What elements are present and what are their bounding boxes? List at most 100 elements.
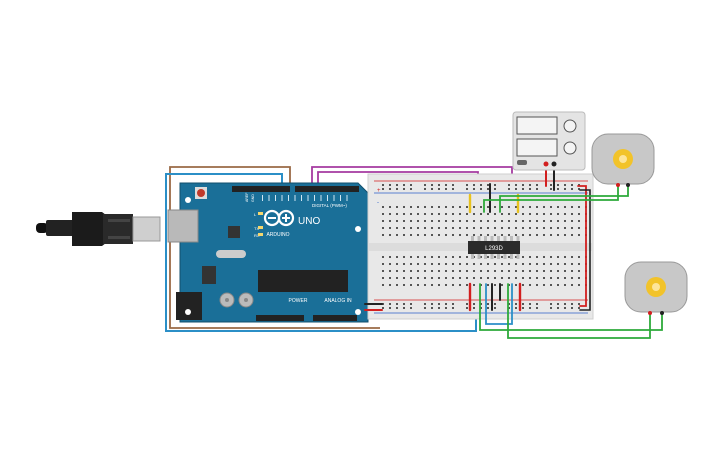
breadboard-hole[interactable] bbox=[396, 220, 398, 222]
breadboard-hole[interactable] bbox=[557, 284, 559, 286]
breadboard-hole[interactable] bbox=[564, 184, 566, 186]
breadboard-hole[interactable] bbox=[508, 284, 510, 286]
breadboard-hole[interactable] bbox=[515, 284, 517, 286]
breadboard-hole[interactable] bbox=[501, 213, 503, 215]
breadboard-hole[interactable] bbox=[494, 206, 496, 208]
breadboard-hole[interactable] bbox=[403, 277, 405, 279]
breadboard-hole[interactable] bbox=[410, 188, 412, 190]
breadboard-hole[interactable] bbox=[522, 220, 524, 222]
digital-header-right[interactable] bbox=[295, 186, 359, 192]
breadboard-hole[interactable] bbox=[396, 184, 398, 186]
breadboard-hole[interactable] bbox=[508, 206, 510, 208]
breadboard-hole[interactable] bbox=[431, 263, 433, 265]
breadboard-hole[interactable] bbox=[424, 263, 426, 265]
breadboard-hole[interactable] bbox=[487, 234, 489, 236]
breadboard-hole[interactable] bbox=[389, 256, 391, 258]
breadboard-hole[interactable] bbox=[494, 213, 496, 215]
breadboard-hole[interactable] bbox=[501, 227, 503, 229]
breadboard-hole[interactable] bbox=[536, 213, 538, 215]
breadboard-hole[interactable] bbox=[536, 263, 538, 265]
breadboard-hole[interactable] bbox=[578, 184, 580, 186]
breadboard-hole[interactable] bbox=[557, 303, 559, 305]
breadboard-hole[interactable] bbox=[466, 263, 468, 265]
breadboard-hole[interactable] bbox=[564, 213, 566, 215]
breadboard-hole[interactable] bbox=[480, 220, 482, 222]
breadboard-hole[interactable] bbox=[501, 220, 503, 222]
breadboard-hole[interactable] bbox=[389, 184, 391, 186]
breadboard-hole[interactable] bbox=[473, 213, 475, 215]
breadboard-hole[interactable] bbox=[396, 270, 398, 272]
breadboard-hole[interactable] bbox=[410, 206, 412, 208]
breadboard-hole[interactable] bbox=[529, 206, 531, 208]
breadboard-hole[interactable] bbox=[578, 206, 580, 208]
breadboard-hole[interactable] bbox=[529, 307, 531, 309]
breadboard-hole[interactable] bbox=[473, 227, 475, 229]
breadboard-hole[interactable] bbox=[494, 220, 496, 222]
breadboard-hole[interactable] bbox=[501, 234, 503, 236]
breadboard-hole[interactable] bbox=[389, 270, 391, 272]
breadboard-hole[interactable] bbox=[403, 284, 405, 286]
breadboard-hole[interactable] bbox=[480, 234, 482, 236]
breadboard-hole[interactable] bbox=[529, 234, 531, 236]
breadboard-hole[interactable] bbox=[508, 188, 510, 190]
breadboard-hole[interactable] bbox=[557, 234, 559, 236]
breadboard-hole[interactable] bbox=[515, 220, 517, 222]
breadboard-hole[interactable] bbox=[459, 277, 461, 279]
breadboard-hole[interactable] bbox=[487, 303, 489, 305]
breadboard-hole[interactable] bbox=[494, 284, 496, 286]
breadboard-hole[interactable] bbox=[452, 277, 454, 279]
breadboard-hole[interactable] bbox=[494, 270, 496, 272]
breadboard-hole[interactable] bbox=[522, 303, 524, 305]
breadboard-hole[interactable] bbox=[424, 184, 426, 186]
breadboard-hole[interactable] bbox=[438, 270, 440, 272]
breadboard-hole[interactable] bbox=[508, 256, 510, 258]
breadboard-hole[interactable] bbox=[480, 270, 482, 272]
breadboard-hole[interactable] bbox=[396, 284, 398, 286]
breadboard-hole[interactable] bbox=[473, 188, 475, 190]
breadboard-hole[interactable] bbox=[445, 303, 447, 305]
breadboard-hole[interactable] bbox=[473, 277, 475, 279]
breadboard-hole[interactable] bbox=[382, 284, 384, 286]
breadboard-hole[interactable] bbox=[403, 270, 405, 272]
breadboard-hole[interactable] bbox=[431, 213, 433, 215]
breadboard-hole[interactable] bbox=[403, 188, 405, 190]
breadboard-hole[interactable] bbox=[452, 188, 454, 190]
breadboard-hole[interactable] bbox=[424, 277, 426, 279]
breadboard-hole[interactable] bbox=[494, 188, 496, 190]
breadboard-hole[interactable] bbox=[501, 256, 503, 258]
breadboard-hole[interactable] bbox=[480, 303, 482, 305]
breadboard-hole[interactable] bbox=[431, 284, 433, 286]
breadboard-hole[interactable] bbox=[424, 307, 426, 309]
breadboard-hole[interactable] bbox=[424, 270, 426, 272]
breadboard-hole[interactable] bbox=[466, 307, 468, 309]
breadboard-hole[interactable] bbox=[438, 188, 440, 190]
breadboard-hole[interactable] bbox=[396, 277, 398, 279]
breadboard-hole[interactable] bbox=[529, 188, 531, 190]
breadboard-hole[interactable] bbox=[578, 277, 580, 279]
breadboard-hole[interactable] bbox=[473, 284, 475, 286]
breadboard-hole[interactable] bbox=[410, 220, 412, 222]
breadboard-hole[interactable] bbox=[396, 263, 398, 265]
breadboard-hole[interactable] bbox=[403, 227, 405, 229]
breadboard-hole[interactable] bbox=[536, 307, 538, 309]
breadboard-hole[interactable] bbox=[508, 213, 510, 215]
breadboard-hole[interactable] bbox=[536, 220, 538, 222]
breadboard-hole[interactable] bbox=[382, 277, 384, 279]
breadboard-hole[interactable] bbox=[382, 188, 384, 190]
breadboard-hole[interactable] bbox=[501, 277, 503, 279]
breadboard-hole[interactable] bbox=[396, 307, 398, 309]
breadboard-hole[interactable] bbox=[578, 220, 580, 222]
breadboard-hole[interactable] bbox=[389, 277, 391, 279]
breadboard-hole[interactable] bbox=[431, 206, 433, 208]
breadboard-hole[interactable] bbox=[459, 234, 461, 236]
breadboard-hole[interactable] bbox=[487, 184, 489, 186]
breadboard-hole[interactable] bbox=[480, 284, 482, 286]
breadboard-hole[interactable] bbox=[459, 284, 461, 286]
breadboard-hole[interactable] bbox=[515, 277, 517, 279]
breadboard-hole[interactable] bbox=[515, 263, 517, 265]
breadboard-hole[interactable] bbox=[417, 234, 419, 236]
breadboard-hole[interactable] bbox=[382, 263, 384, 265]
breadboard-hole[interactable] bbox=[571, 277, 573, 279]
l293d-driver-ic[interactable]: L293D bbox=[468, 236, 520, 259]
breadboard-hole[interactable] bbox=[445, 270, 447, 272]
